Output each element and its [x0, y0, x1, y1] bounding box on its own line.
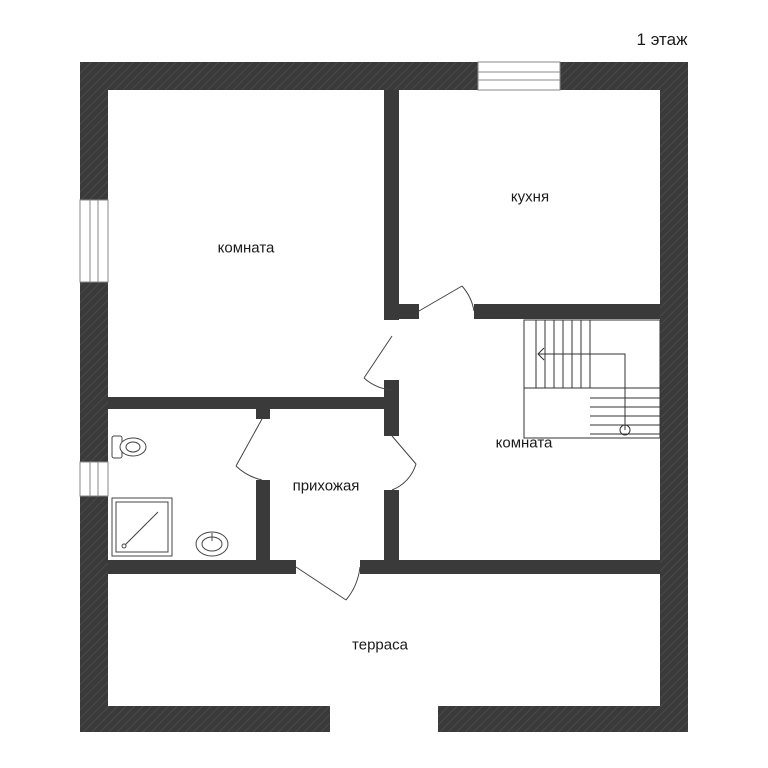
sink-icon: [195, 531, 229, 557]
window-icon: [79, 61, 561, 497]
wall-hall-right-bottom: [384, 490, 399, 560]
room-label-terrace: терраса: [352, 636, 408, 654]
wall-left-2: [80, 282, 108, 462]
wall-hall-right-top: [384, 380, 399, 436]
wall-left-3: [80, 496, 108, 732]
wall-left-1: [80, 62, 108, 200]
room-label-hallway: прихожая: [292, 477, 360, 495]
door-swing-icon: [235, 285, 475, 601]
room-label-right: комната: [495, 434, 553, 452]
wall-room-kitchen: [384, 90, 399, 320]
shower-icon: [111, 497, 173, 557]
room-label-left: комната: [217, 239, 275, 257]
outer-walls: [80, 62, 688, 732]
wall-room-bath: [108, 397, 398, 409]
wall-bottom-right: [438, 706, 688, 732]
wall-top-left: [80, 62, 478, 90]
stairs-icon: [523, 319, 661, 439]
wall-bath-hall-top: [256, 409, 270, 419]
floor-label: 1 этаж: [636, 30, 688, 49]
wall-kitchen-bottom-stub: [399, 304, 419, 319]
wall-bath-hall: [256, 480, 270, 560]
toilet-icon: [111, 435, 147, 459]
wall-terrace-left: [108, 560, 296, 574]
interior-walls: [108, 90, 660, 574]
wall-kitchen-bottom: [474, 304, 660, 319]
wall-right: [660, 62, 688, 732]
wall-terrace-right: [360, 560, 660, 574]
wall-bottom-left: [80, 706, 330, 732]
room-label-kitchen: кухня: [510, 188, 550, 206]
